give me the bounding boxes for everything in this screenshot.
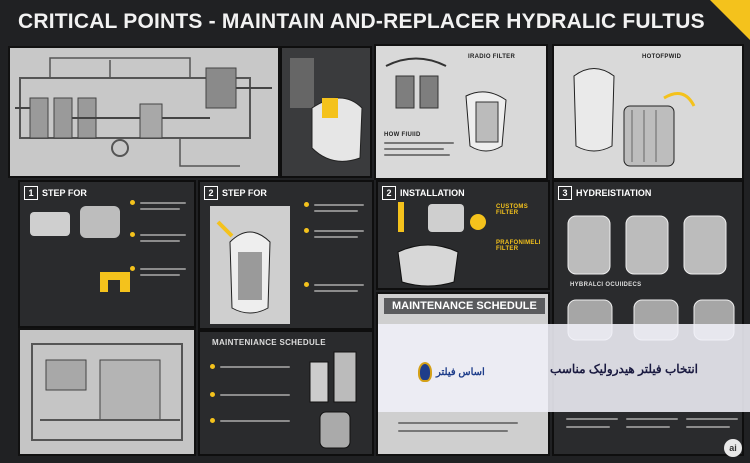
ai-badge: ai bbox=[724, 439, 742, 457]
text-line bbox=[140, 208, 180, 210]
step-1-tools-illustration bbox=[30, 206, 130, 292]
step-2-filter-illustration bbox=[210, 206, 290, 324]
bullet-icon bbox=[210, 364, 215, 369]
text-line bbox=[314, 290, 358, 292]
filter-cartridge-illustration bbox=[573, 68, 696, 167]
text-line bbox=[314, 230, 364, 232]
text-line bbox=[626, 426, 670, 428]
promo-ribbon[interactable]: انتخاب فیلتر هیدرولیک مناسب bbox=[378, 324, 750, 412]
filter-cartridges-illustration bbox=[567, 215, 735, 341]
filter-replacement-illustration bbox=[385, 57, 507, 152]
how-fluid-label: HOW FIUIID bbox=[384, 132, 421, 138]
bullet-icon bbox=[304, 202, 309, 207]
step-1-label: STEP FOR bbox=[42, 188, 87, 198]
hydraulic-label: HYBRALCI OCUIIDECS bbox=[570, 282, 642, 288]
bullet-icon bbox=[130, 200, 135, 205]
bullet-icon bbox=[210, 418, 215, 423]
text-line bbox=[686, 426, 730, 428]
installation-panel: 2 INSTALLATION CUSTOMS FILTER PRAFONIMEL… bbox=[376, 180, 550, 290]
text-line bbox=[314, 210, 358, 212]
text-line bbox=[140, 274, 180, 276]
brand-logo[interactable]: اساس فیلتر bbox=[418, 362, 485, 382]
step-1-lower-panel bbox=[18, 328, 196, 456]
step-2-panel: 2 STEP FOR bbox=[198, 180, 374, 330]
brand-name: اساس فیلتر bbox=[436, 366, 485, 378]
text-line bbox=[140, 202, 186, 204]
text-line bbox=[140, 240, 180, 242]
text-line bbox=[220, 366, 290, 368]
filter-logo-icon bbox=[418, 362, 432, 382]
bullet-icon bbox=[210, 392, 215, 397]
hydreistiation-panel: 3 HYDREISTIATION HYBRALCI OCUIIDECS bbox=[552, 180, 744, 456]
bullet-icon bbox=[304, 228, 309, 233]
step-2-label: STEP FOR bbox=[222, 188, 267, 198]
step-1-panel: 1 STEP FOR bbox=[18, 180, 196, 328]
text-line bbox=[566, 418, 618, 420]
corner-accent bbox=[710, 0, 750, 40]
ribbon-text: انتخاب فیلتر هیدرولیک مناسب bbox=[550, 362, 698, 376]
installation-label: INSTALLATION bbox=[400, 188, 465, 198]
system-diagram-panel bbox=[8, 46, 280, 178]
text-line bbox=[314, 284, 364, 286]
maintenance-schedule-small-title: MAINTENIANCE SCHEDULE bbox=[212, 338, 326, 347]
radio-filter-panel: IRADIO FILTER HOW FIUIID bbox=[374, 44, 548, 180]
filter-hand-panel-dark bbox=[280, 46, 372, 178]
hydraulic-system-diagram bbox=[15, 57, 272, 167]
text-line bbox=[314, 236, 358, 238]
text-line bbox=[140, 234, 186, 236]
text-line bbox=[140, 268, 186, 270]
maintenance-schedule-big-title: MAINTENANCE SCHEDULE bbox=[384, 298, 545, 314]
text-line bbox=[220, 420, 290, 422]
installation-heading: 2 INSTALLATION bbox=[382, 186, 465, 200]
radio-filter-label: IRADIO FILTER bbox=[468, 54, 516, 60]
filter-parts-illustration bbox=[309, 351, 357, 449]
hotofpwid-panel: HOTOFPWID bbox=[552, 44, 744, 180]
text-line bbox=[398, 422, 518, 424]
maintenance-schedule-small-panel: MAINTENIANCE SCHEDULE bbox=[198, 330, 374, 456]
step-1-number: 1 bbox=[24, 186, 38, 200]
hydreistiation-number: 3 bbox=[558, 186, 572, 200]
text-line bbox=[398, 430, 508, 432]
text-line bbox=[626, 418, 678, 420]
text-line bbox=[566, 426, 610, 428]
install-label-a: CUSTOMS FILTER bbox=[496, 204, 528, 216]
text-line bbox=[384, 154, 450, 156]
hydreistiation-heading: 3 HYDREISTIATION bbox=[558, 186, 651, 200]
text-line bbox=[220, 394, 290, 396]
step-1-heading: 1 STEP FOR bbox=[24, 186, 87, 200]
text-line bbox=[384, 148, 444, 150]
installation-number: 2 bbox=[382, 186, 396, 200]
bullet-icon bbox=[130, 266, 135, 271]
hydreistiation-label: HYDREISTIATION bbox=[576, 188, 652, 198]
hand-filter-illustration bbox=[290, 58, 363, 162]
step-2-number: 2 bbox=[204, 186, 218, 200]
bullet-icon bbox=[130, 232, 135, 237]
hotofpwid-label: HOTOFPWID bbox=[642, 54, 682, 60]
text-line bbox=[686, 418, 738, 420]
poster-title: CRITICAL POINTS - MAINTAIN AND-REPLACER … bbox=[18, 10, 705, 33]
install-label-b: PRAFONIMELI FILTER bbox=[496, 240, 541, 252]
bullet-icon bbox=[304, 282, 309, 287]
installation-illustration bbox=[397, 202, 486, 287]
step-2-heading: 2 STEP FOR bbox=[204, 186, 267, 200]
text-line bbox=[314, 204, 364, 206]
machinery-diagram bbox=[31, 343, 183, 441]
text-line bbox=[384, 142, 454, 144]
